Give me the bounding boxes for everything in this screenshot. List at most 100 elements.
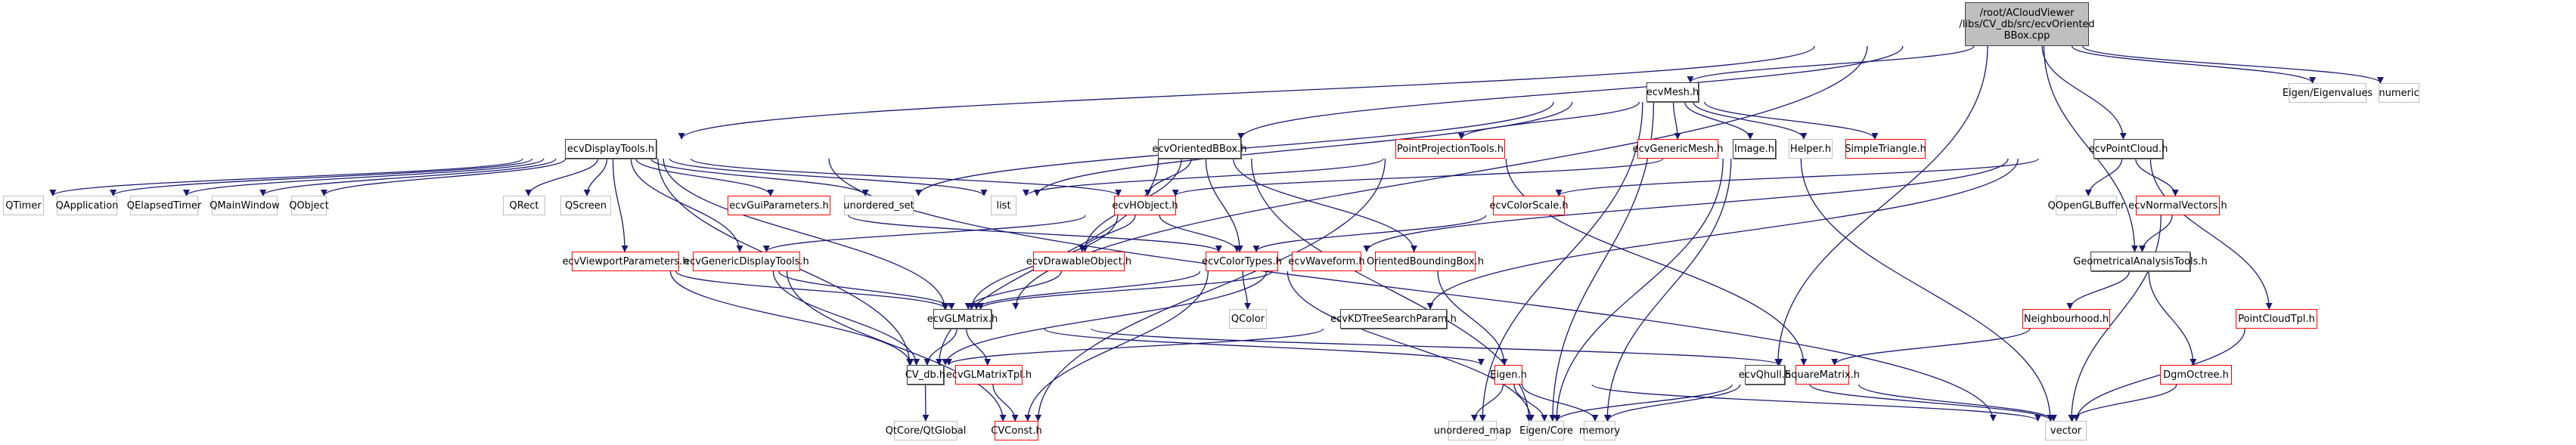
edge-ecvMesh-to-unordered_map xyxy=(1479,101,1643,422)
edge-ecvViewportParameters-to-ecvGLMatrix xyxy=(675,270,949,310)
edge-ecvGenericDisplayTools-to-CV_db xyxy=(772,270,920,366)
node-numeric[interactable]: numeric xyxy=(2379,83,2419,103)
edge-ecvMesh-to-ecvGenericMesh xyxy=(1672,101,1681,140)
node-ecvNormalVectors[interactable]: ecvNormalVectors.h xyxy=(2128,196,2227,215)
node-SquareMatrix[interactable]: SquareMatrix.h xyxy=(1785,365,1860,385)
edge-ecvDisplayTools-to-QElapsedTimer xyxy=(183,158,545,196)
edge-ecvDrawableObject-to-ecvGLMatrix xyxy=(964,270,1063,310)
edge-Eigen-to-vector xyxy=(1591,384,2041,422)
edge-ecvDisplayTools-to-QApplication xyxy=(110,158,533,196)
node-OrientedBoundingBox[interactable]: OrientedBoundingBox.h xyxy=(1367,252,1484,271)
edge-ecvDisplayTools-to-ecvViewportParameters xyxy=(612,158,628,252)
node-QApplication[interactable]: QApplication xyxy=(56,196,118,215)
node-QElapsedTimer[interactable]: QElapsedTimer xyxy=(127,196,201,215)
node-ecvGenericDisplayTools[interactable]: ecvGenericDisplayTools.h xyxy=(684,252,809,271)
edge-ecvPointCloud-to-PointCloudTpl xyxy=(2149,158,2273,310)
edge-ecvQhull-to-vector xyxy=(1809,384,2055,422)
node-ecvKDTreeSearchParam[interactable]: ecvKDTreeSearchParam.h xyxy=(1330,309,1457,329)
node-QtGlobal[interactable]: QtCore/QtGlobal xyxy=(886,421,966,440)
edge-ecvMesh-to-Image xyxy=(1684,101,1754,140)
node-Eigen[interactable]: Eigen.h xyxy=(1490,365,1527,385)
node-DgmOctree[interactable]: DgmOctree.h xyxy=(2160,365,2232,385)
node-CV_db[interactable]: CV_db.h xyxy=(905,365,945,385)
edge-ecvDisplayTools-to-list xyxy=(669,158,988,196)
edge-Neighbourhood-to-SquareMatrix xyxy=(1831,328,2031,366)
node-Image[interactable]: Image.h xyxy=(1733,139,1776,159)
edge-ecvMesh-to-PointProjectionTools xyxy=(1457,101,1640,140)
edge-ecvGLMatrix-to-ecvGLMatrixTpl xyxy=(966,328,992,366)
node-ecvGLMatrixTpl[interactable]: ecvGLMatrixTpl.h xyxy=(946,365,1032,385)
edge-ecvColorTypes-to-QColor xyxy=(1242,270,1252,310)
edge-PointProjectionTools-to-CVConst xyxy=(1035,158,1386,422)
edge-Eigen-to-memory xyxy=(1521,384,1599,422)
edge-ecvQhull-to-EigenCore xyxy=(1553,384,1733,422)
edge-ecvDisplayTools-to-ecvGenericDisplayTools xyxy=(630,158,743,252)
node-ecvDrawableObject[interactable]: ecvDrawableObject.h xyxy=(1026,252,1131,271)
node-QScreen[interactable]: QScreen xyxy=(560,196,611,215)
node-ecvOrientedBBox[interactable]: ecvOrientedBBox.h xyxy=(1152,139,1247,159)
edge-root-to-ecvOrientedBBox xyxy=(1237,45,1904,140)
node-QColor[interactable]: QColor xyxy=(1229,309,1267,329)
node-GeometricalAnalysisTools[interactable]: GeometricalAnalysisTools.h xyxy=(2073,252,2208,271)
edge-ecvHObject-to-ecvColorTypes xyxy=(1159,215,1241,252)
node-list[interactable]: list xyxy=(991,196,1016,215)
edge-ecvPointCloud-to-ecvKDTreeSearchParam xyxy=(1426,158,2019,310)
node-ecvWaveform[interactable]: ecvWaveform.h xyxy=(1288,252,1365,271)
node-ecvMesh[interactable]: ecvMesh.h xyxy=(1646,82,1699,102)
node-ecvColorScale[interactable]: ecvColorScale.h xyxy=(1489,196,1569,215)
edge-ecvDisplayTools-to-unordered_set xyxy=(650,158,869,196)
node-unordered_set[interactable]: unordered_set xyxy=(843,196,914,215)
edge-root-to-ecvQhull xyxy=(1774,45,1988,366)
node-vector[interactable]: vector xyxy=(2045,421,2087,440)
edge-Image-to-EigenCore xyxy=(1553,158,1724,422)
edge-Image-to-memory xyxy=(1603,158,1732,422)
node-PointProjectionTools[interactable]: PointProjectionTools.h xyxy=(1395,139,1505,159)
node-ecvHObject[interactable]: ecvHObject.h xyxy=(1112,196,1178,215)
node-Helper[interactable]: Helper.h xyxy=(1789,139,1833,159)
node-CVConst[interactable]: CVConst.h xyxy=(991,421,1042,440)
node-ecvDisplayTools[interactable]: ecvDisplayTools.h xyxy=(565,139,656,159)
edge-Image-to-ecvHObject xyxy=(1172,158,1664,196)
node-PointCloudTpl[interactable]: PointCloudTpl.h xyxy=(2236,309,2317,329)
edge-ecvGenericDisplayTools-to-CVConst xyxy=(786,270,1007,422)
edge-GeometricalAnalysisTools-to-DgmOctree xyxy=(2148,270,2197,366)
edge-ecvPointCloud-to-ecvNormalVectors xyxy=(2135,158,2179,196)
edge-ecvQhull-to-memory xyxy=(1604,384,1741,422)
edge-ecvGLMatrixTpl-to-CVConst xyxy=(992,384,1019,422)
node-ecvViewportParameters[interactable]: ecvViewportParameters.h xyxy=(562,252,689,271)
edge-OrientedBoundingBox-to-Eigen xyxy=(1437,270,1508,366)
node-unordered_map[interactable]: unordered_map xyxy=(1434,421,1511,440)
edge-ecvPointCloud-to-ecvColorScale xyxy=(1555,158,2039,196)
node-Neighbourhood[interactable]: Neighbourhood.h xyxy=(2022,309,2110,329)
edge-ecvGLMatrix-to-Eigen xyxy=(1044,328,1485,366)
edge-ecvGuiParameters-to-ecvColorTypes xyxy=(848,215,1222,252)
edge-root-to-ecvDisplayTools xyxy=(678,45,1815,140)
edge-Image-to-vector xyxy=(1800,158,2054,422)
node-ecvGenericMesh[interactable]: ecvGenericMesh.h xyxy=(1633,139,1723,159)
node-ecvGLMatrix[interactable]: ecvGLMatrix.h xyxy=(927,309,998,329)
node-QOpenGLBuffer[interactable]: QOpenGLBuffer xyxy=(2048,196,2124,215)
node-SimpleTriangle[interactable]: SimpleTriangle.h xyxy=(1845,139,1926,159)
node-EigenCore[interactable]: Eigen/Core xyxy=(1519,421,1573,440)
node-QObject[interactable]: QObject xyxy=(289,196,329,215)
node-ecvQhull[interactable]: ecvQhull.h xyxy=(1739,365,1791,385)
node-ecvColorTypes[interactable]: ecvColorTypes.h xyxy=(1202,252,1282,271)
node-EigenEigenvalues[interactable]: Eigen/Eigenvalues xyxy=(2283,83,2373,103)
node-QTimer[interactable]: QTimer xyxy=(3,196,44,215)
node-ecvGuiParameters[interactable]: ecvGuiParameters.h xyxy=(728,196,830,215)
node-QMainWindow[interactable]: QMainWindow xyxy=(209,196,280,215)
edge-GeometricalAnalysisTools-to-Neighbourhood xyxy=(2066,270,2130,310)
edge-ecvDisplayTools-to-QObject xyxy=(321,158,566,196)
node-QRect[interactable]: QRect xyxy=(503,196,545,215)
edge-ecvOrientedBBox-to-ecvColorTypes xyxy=(1205,158,1243,252)
node-ecvPointCloud[interactable]: ecvPointCloud.h xyxy=(2089,139,2168,159)
edge-ecvDisplayTools-to-ecvHObject xyxy=(690,158,1122,196)
node-memory[interactable]: memory xyxy=(1579,421,1620,440)
edge-ecvMesh-to-Helper xyxy=(1693,101,1808,140)
edge-DgmOctree-to-vector xyxy=(2069,384,2177,422)
edge-ecvGLMatrix-to-SquareMatrix xyxy=(1091,328,1783,366)
edge-ecvHObject-to-ecvGenericDisplayTools xyxy=(762,215,1086,252)
edge-ecvNormalVectors-to-vector xyxy=(2068,215,2162,422)
edge-ecvPointCloud-to-QOpenGLBuffer xyxy=(2084,158,2123,196)
